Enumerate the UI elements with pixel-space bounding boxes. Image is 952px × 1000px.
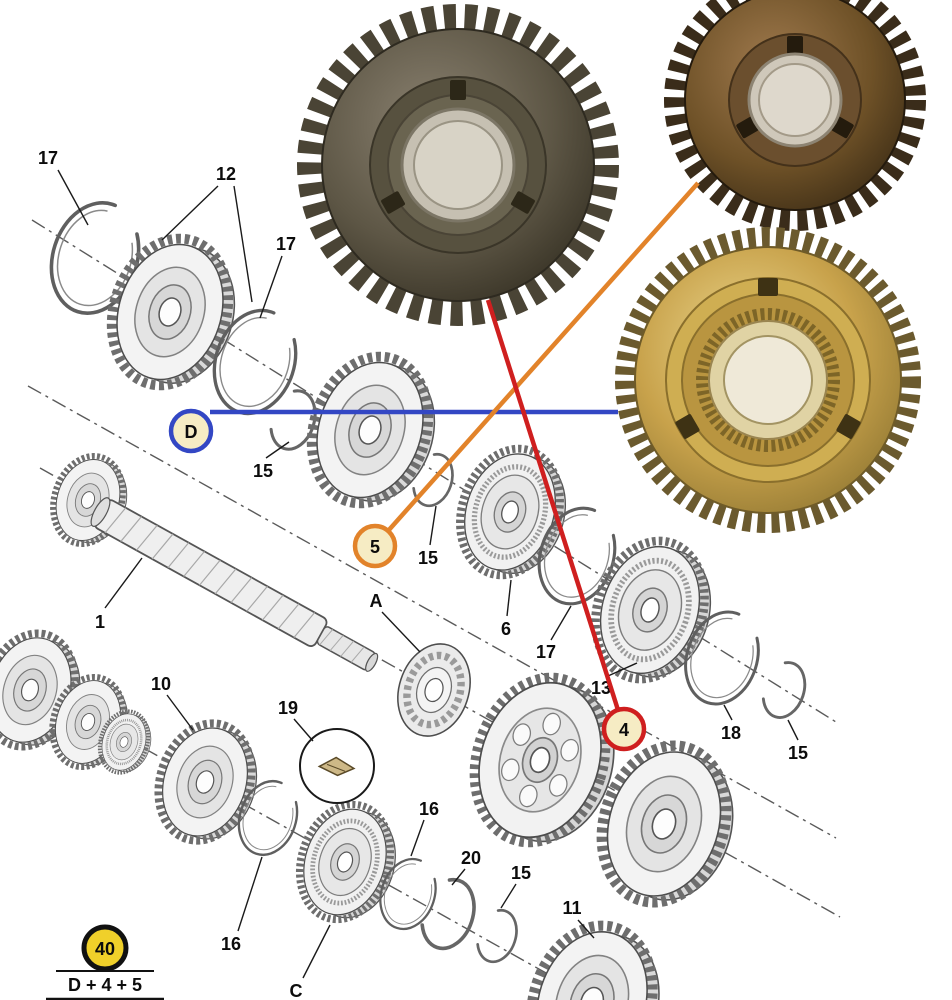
part-label-17c: 17 [536,642,556,662]
part-key-19 [317,756,356,777]
leader-6 [506,579,512,617]
part-label-A: A [370,591,383,611]
gear-bore-inner [413,120,503,210]
part-clip-15d [469,903,525,969]
badge-D-label: D [185,422,198,442]
leader-18 [723,704,733,721]
badge-5-ring [352,523,398,569]
leader-C [302,924,331,979]
part-label-19: 19 [278,698,298,718]
part-label-18: 18 [721,723,741,743]
leader-13 [607,662,638,677]
leader-11 [577,919,595,939]
part-gear-6 [444,436,581,591]
part-label-15b: 15 [418,548,438,568]
gear-teeth-ring [297,4,619,326]
part-label-17b: 17 [276,234,296,254]
badge-D-ring [168,408,214,454]
callout-badge-5[interactable]: 5 [352,523,398,569]
photo-gear-top-right [664,0,926,231]
leader-lines [57,169,799,979]
leader-16b [237,856,263,932]
part-label-1: 1 [95,612,105,632]
hub-bore [723,335,813,425]
part-label-15d: 15 [511,863,531,883]
leader-15d [500,883,517,909]
part-label-16b: 16 [221,934,241,954]
photo-synchro-gold [615,227,921,533]
part-label-17a: 17 [38,148,58,168]
leader-17b [259,255,283,319]
synchro-teeth-ring [615,227,921,533]
badge-4-label: 4 [619,720,629,740]
badge-40-ring [81,924,129,972]
badge-5-label: 5 [370,537,380,557]
part-label-13: 13 [591,678,611,698]
photo-gear-top-center [297,4,619,326]
gear-bore-inner [758,63,832,137]
part-gear-5 [293,341,453,521]
part-synchro-hub-C [285,793,410,934]
part-ring-20 [411,871,485,957]
part-labels: 17 12 17 15 15 1 A 6 17 13 10 19 18 15 1… [38,148,808,1000]
leader-17a [57,169,89,226]
part-input-shaft-1 [90,497,379,672]
part-label-6: 6 [501,619,511,639]
callout-badge-D[interactable]: D [168,408,214,454]
part-gear-13 [578,527,728,696]
callout-line-red-4 [485,299,621,711]
assembly-badge-40[interactable]: 40 [81,924,129,972]
leader-19 [293,718,314,742]
part-label-12: 12 [216,164,236,184]
part-gear-12 [93,223,253,403]
leader-15c [787,719,799,741]
part-label-10: 10 [151,674,171,694]
part-19-detail [299,728,375,804]
part-label-15a: 15 [253,461,273,481]
shaft-splines [104,507,316,638]
part-label-C: C [290,981,303,1000]
leader-15a [265,441,290,459]
leader-12-left [161,185,219,241]
part-clip-15c [754,655,814,725]
leader-17c [550,605,572,641]
hub-splines [696,308,840,452]
gear-teeth-ring [664,0,926,231]
part-gear-10 [144,711,272,855]
badge-40-label: 40 [95,939,115,959]
part-label-16a: 16 [419,799,439,819]
hub-slots [736,36,854,139]
leader-16a [410,819,425,857]
phantom-line [27,385,837,839]
part-label-20: 20 [461,848,481,868]
badge-4-ring [601,706,647,752]
leader-10 [166,694,194,731]
callout-line-orange-5 [386,181,700,533]
dog-slots [675,278,861,439]
detail-circle [299,728,375,804]
leader-1 [104,557,143,609]
leader-15b [429,505,437,546]
part-bearing-A [386,634,481,745]
hub-slots [381,80,535,214]
assembly-formula: D + 4 + 5 [68,975,142,995]
part-label-11: 11 [562,898,581,918]
part-label-15c: 15 [788,743,808,763]
leader-20 [451,868,466,886]
callout-badge-4[interactable]: 4 [601,706,647,752]
leader-12-right [233,185,253,303]
part-gear-11 [512,910,678,1000]
shaft-tip [365,652,379,672]
leader-A [381,611,421,653]
